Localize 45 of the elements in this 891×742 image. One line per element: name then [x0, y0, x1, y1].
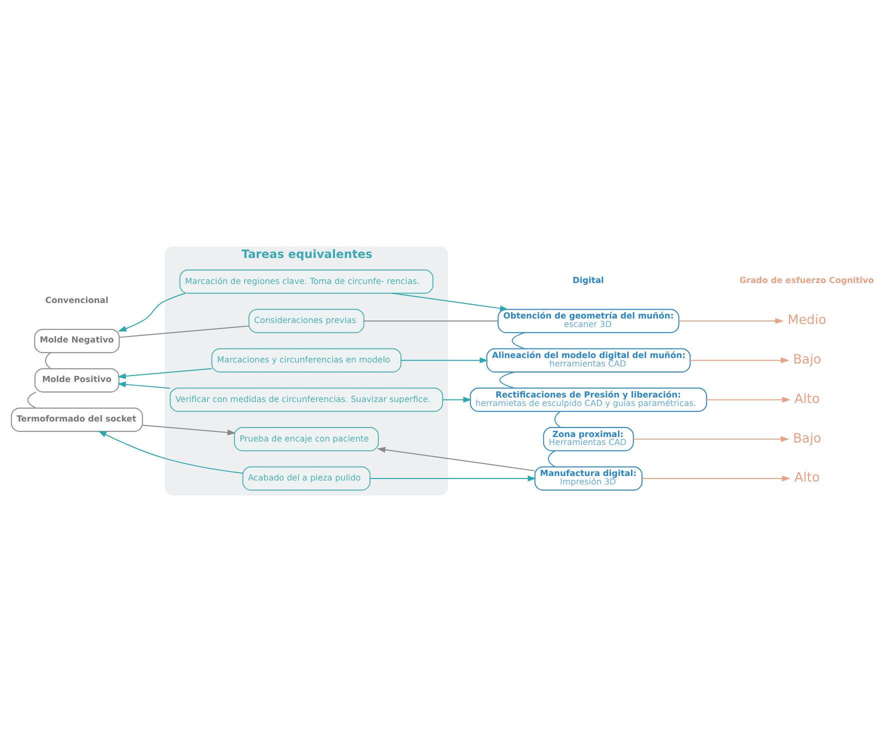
connector — [118, 325, 250, 338]
node-box: Verificar con medidas de circunferencias. Suavizar superfice. — [170, 388, 444, 412]
arrow — [392, 292, 508, 312]
node-text: Alto — [794, 392, 820, 407]
connector — [363, 320, 498, 322]
arrow — [98, 430, 244, 474]
connector — [548, 450, 556, 468]
connector — [554, 410, 561, 428]
connector — [44, 352, 52, 370]
arrow — [142, 424, 236, 436]
node-box: Consideraciones previas — [248, 308, 364, 334]
node-box: Manufactura digital: Impresión 3D — [534, 466, 643, 491]
connector — [512, 332, 526, 350]
node-text: Alto — [794, 470, 820, 486]
arrow — [632, 436, 790, 442]
arrow — [706, 396, 791, 403]
node-box: Molde Positivo — [34, 368, 120, 392]
arrow — [118, 292, 186, 332]
label: Convencional — [45, 295, 108, 306]
arrow — [117, 368, 212, 380]
label: Grado de esfuerzo Cognitivo — [740, 275, 874, 286]
arrow — [377, 446, 536, 472]
node-text: Bajo — [793, 431, 822, 446]
arrow — [678, 318, 784, 324]
node-box: Zona proximal: Herramientas CAD — [543, 427, 634, 452]
connector — [499, 372, 516, 389]
arrow — [400, 357, 488, 364]
label: Digital — [572, 275, 604, 286]
node-box: Marcaciones y circunferencias en modelo — [211, 348, 402, 372]
node-box: Acabado del a pieza pulido — [242, 466, 370, 491]
arrow — [370, 476, 536, 482]
node-box: Alineación del modelo digital del muñón: herramientas CAD — [486, 348, 691, 372]
arrow — [442, 396, 472, 403]
arrow — [642, 476, 790, 482]
node-box: Molde Negativo — [34, 328, 120, 354]
node-text: Bajo — [793, 352, 822, 368]
node-box: Prueba de encaje con paciente — [234, 427, 379, 452]
node-box: Marcación de regiones clave. Toma de circunfe- rencias. — [179, 270, 434, 294]
node-text: Medio — [788, 313, 826, 328]
node-box: Termoformado del socket — [10, 408, 143, 432]
arrow — [690, 357, 790, 364]
node-box: Rectificaciones de Presión y liberación: herramietas de esculpido CAD y guías paramétricas. — [470, 388, 708, 412]
connector — [27, 392, 36, 409]
arrow — [117, 382, 171, 389]
node-box: Obtención de geometría del muñón: escaner 3D — [498, 308, 680, 334]
